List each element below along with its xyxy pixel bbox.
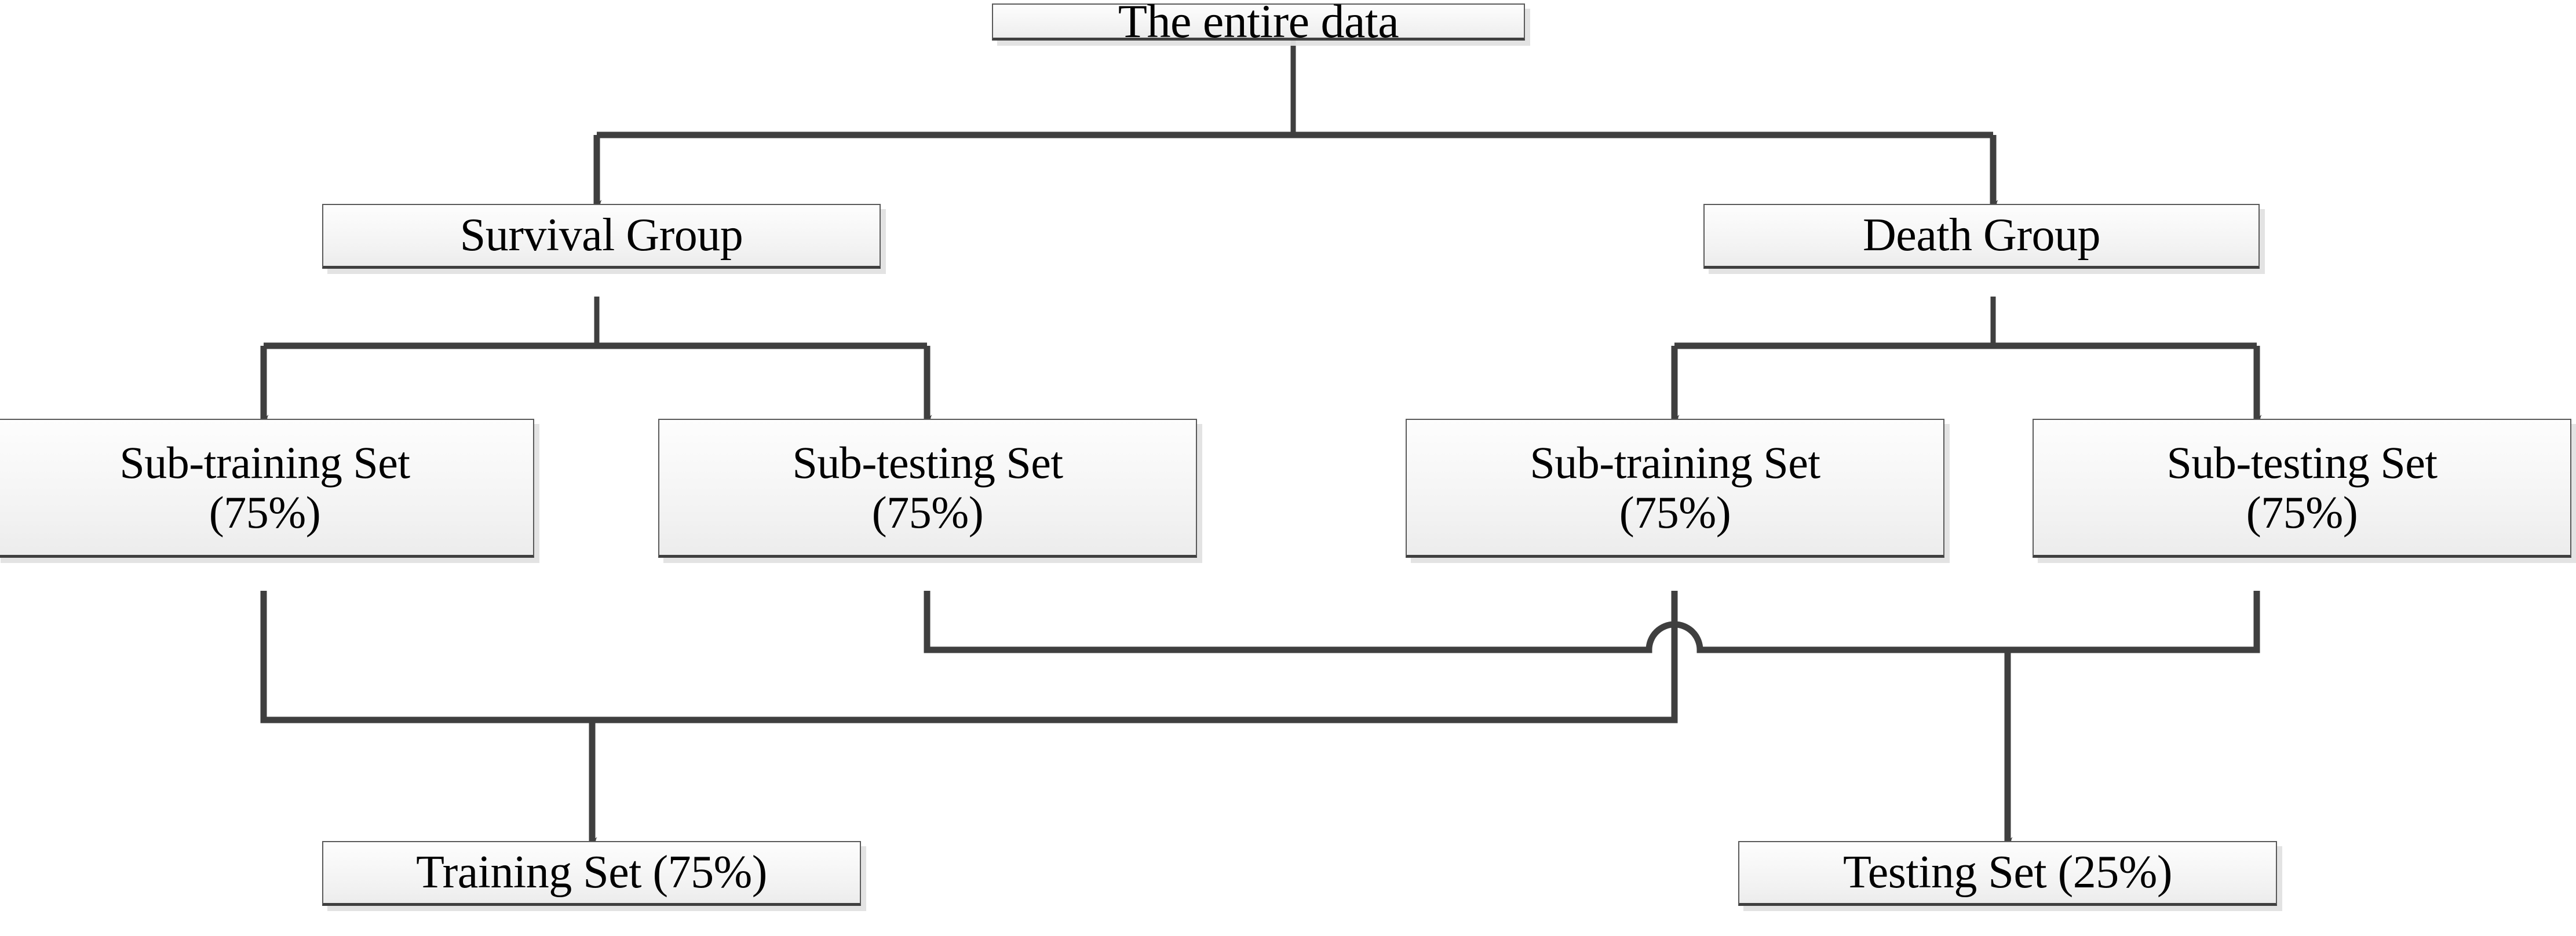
node-training-set[interactable]: Training Set (75%) bbox=[322, 841, 861, 906]
node-survival-group[interactable]: Survival Group bbox=[322, 204, 881, 269]
node-sub-training-set-survival-line1: Sub-training Set bbox=[119, 437, 410, 488]
node-entire-data[interactable]: The entire data bbox=[992, 0, 1525, 45]
wire-training-merge-bus bbox=[260, 591, 1678, 723]
node-death-group-label: Death Group bbox=[1863, 209, 2100, 261]
node-sub-testing-set-death-line1: Sub-testing Set bbox=[2166, 437, 2438, 488]
node-sub-testing-set-death[interactable]: Sub-testing Set (75%) bbox=[2033, 419, 2571, 558]
node-training-set-label: Training Set (75%) bbox=[416, 846, 767, 898]
node-testing-set-label: Testing Set (25%) bbox=[1842, 846, 2173, 898]
node-sub-training-set-survival[interactable]: Sub-training Set (75%) bbox=[0, 419, 534, 558]
node-sub-testing-set-survival-line1: Sub-testing Set bbox=[792, 437, 1063, 488]
node-sub-testing-set-survival[interactable]: Sub-testing Set (75%) bbox=[658, 419, 1197, 558]
node-death-group[interactable]: Death Group bbox=[1703, 204, 2260, 269]
node-sub-training-set-survival-line2: (75%) bbox=[209, 487, 321, 538]
node-survival-group-label: Survival Group bbox=[459, 209, 743, 261]
wire-testing-merge-bus bbox=[924, 591, 2260, 653]
node-sub-testing-set-death-line2: (75%) bbox=[2246, 487, 2358, 538]
node-sub-training-set-death-line2: (75%) bbox=[1619, 487, 1731, 538]
node-sub-training-set-death-line1: Sub-training Set bbox=[1530, 437, 1820, 488]
node-sub-testing-set-survival-line2: (75%) bbox=[871, 487, 984, 538]
node-entire-data-label: The entire data bbox=[1118, 0, 1399, 47]
node-testing-set[interactable]: Testing Set (25%) bbox=[1738, 841, 2277, 906]
node-sub-training-set-death[interactable]: Sub-training Set (75%) bbox=[1406, 419, 1944, 558]
